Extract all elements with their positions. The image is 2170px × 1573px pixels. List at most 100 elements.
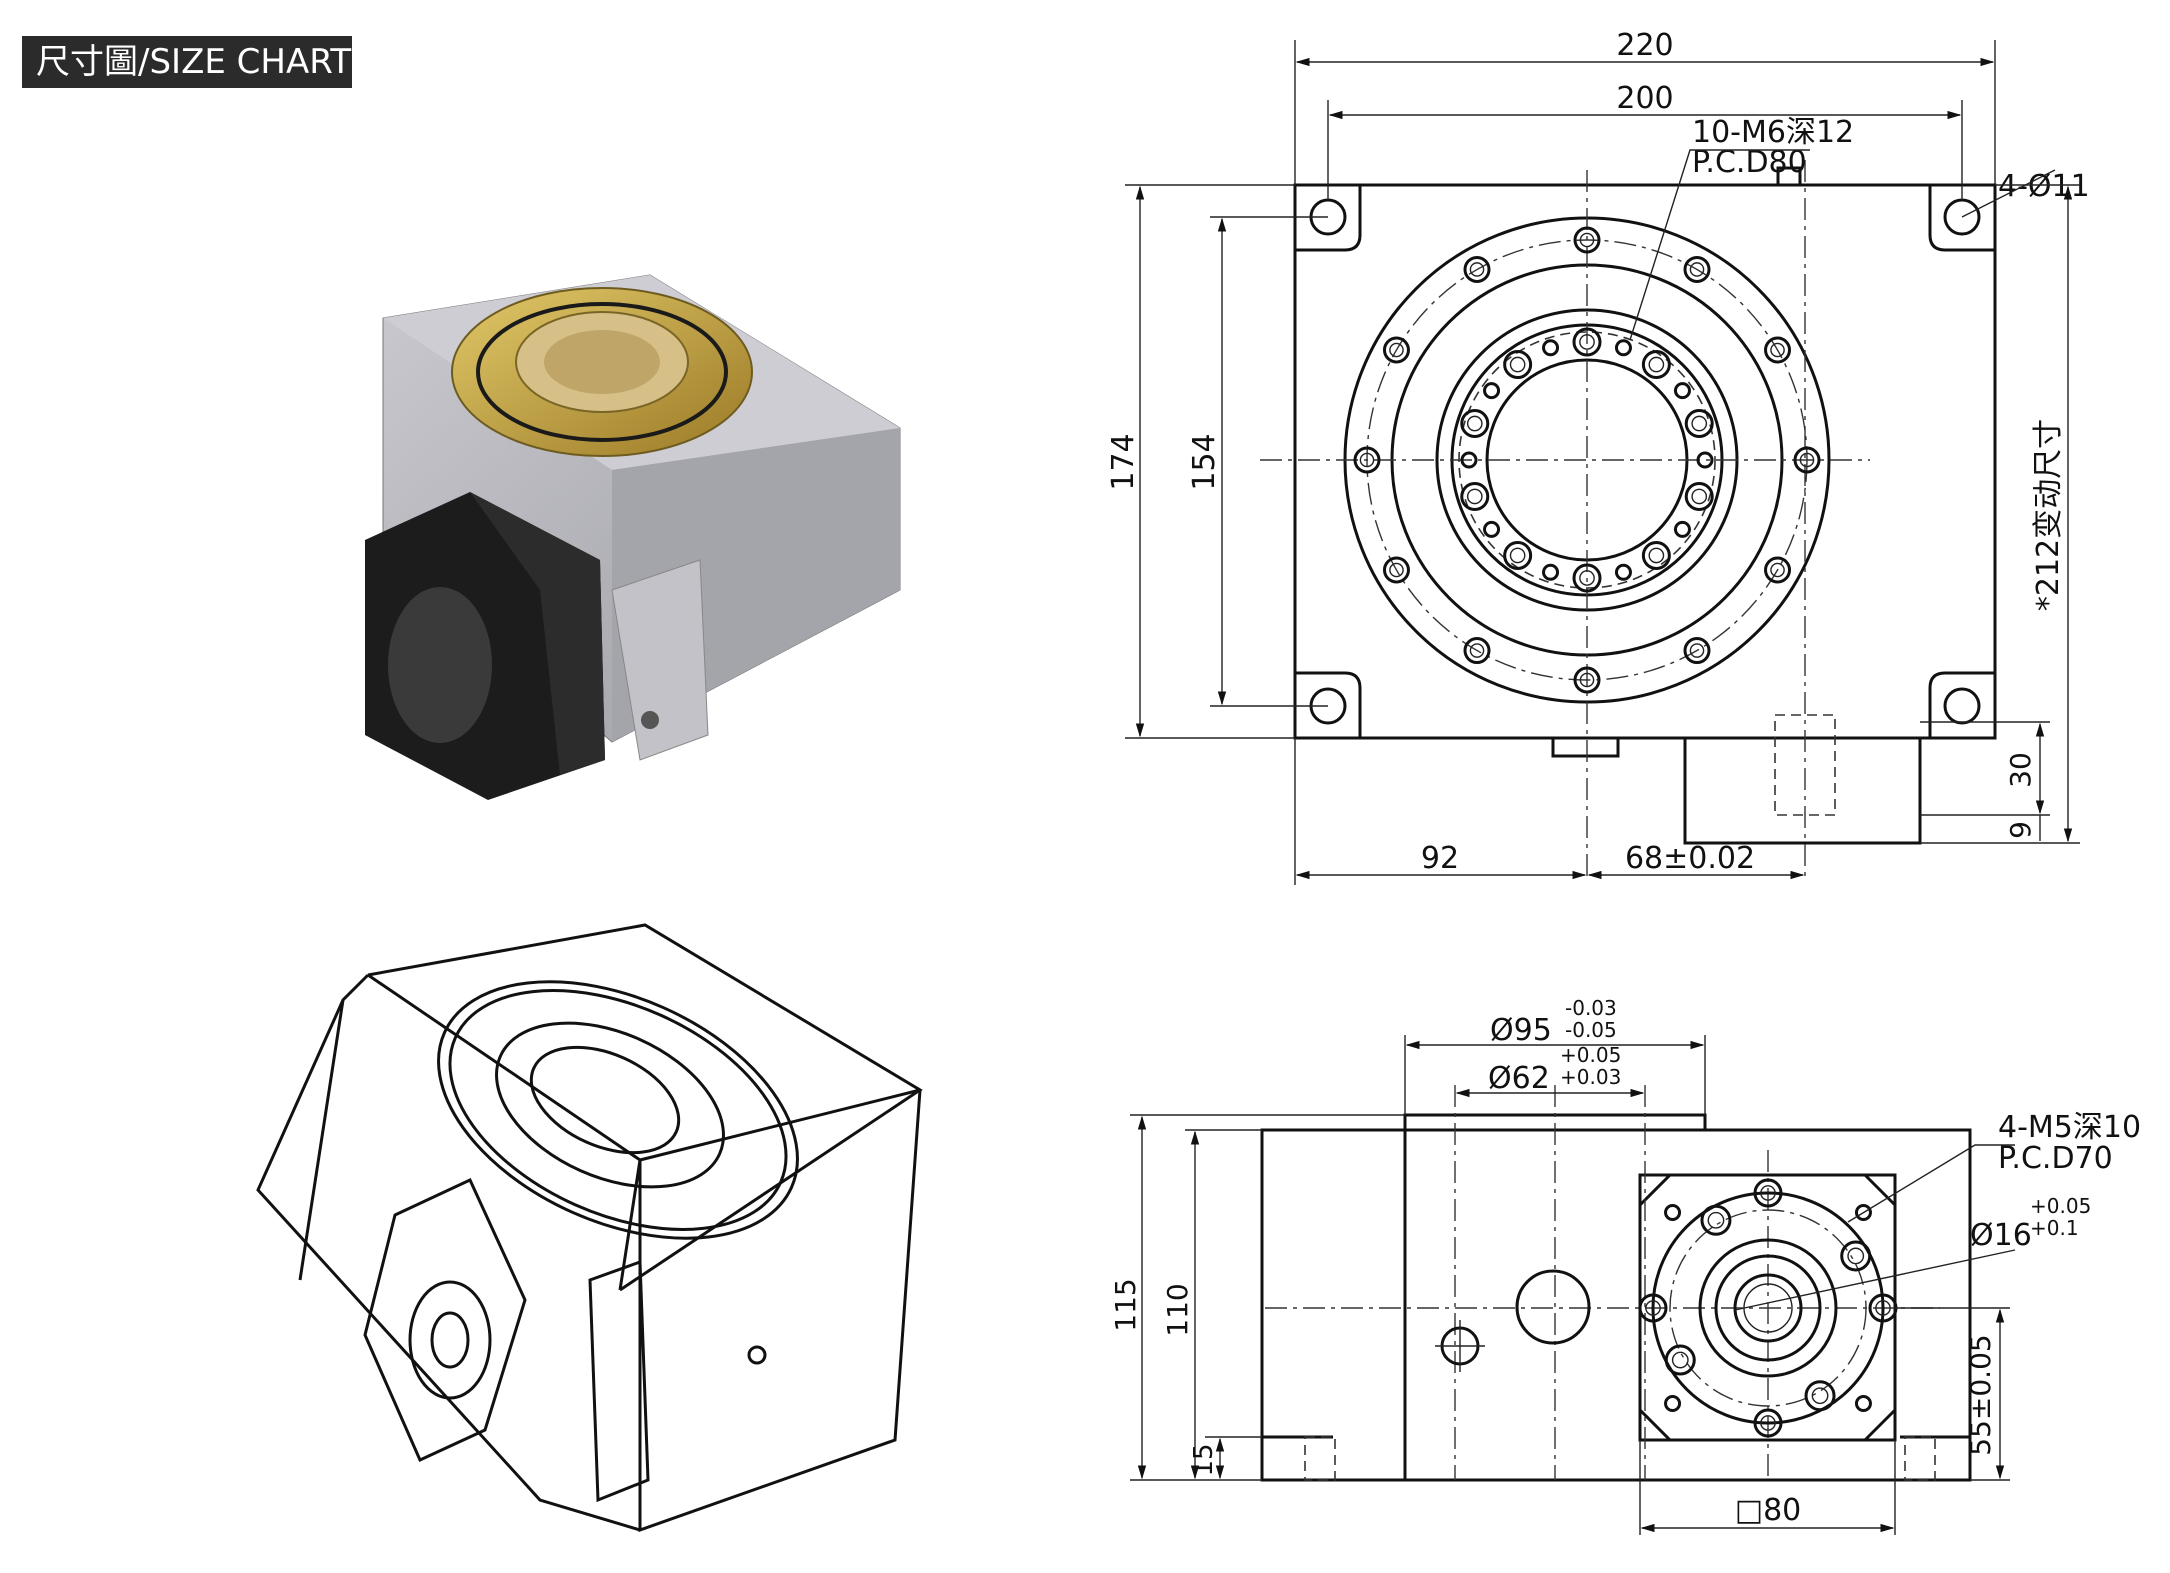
bolt-hole-icon bbox=[1854, 1394, 1872, 1412]
dim-9-label: 9 bbox=[2004, 821, 2037, 839]
inner-bolt-circle bbox=[1460, 327, 1714, 593]
bolt-hole-inner bbox=[1359, 452, 1375, 468]
bolt-hole-icon bbox=[1753, 1178, 1783, 1208]
bolt-hole-icon bbox=[1854, 1204, 1872, 1222]
bolt-hole-icon bbox=[1614, 339, 1632, 357]
bolt-hole-icon bbox=[1764, 556, 1792, 584]
bolt-hole-icon bbox=[1804, 1380, 1836, 1412]
bolt-hole-icon bbox=[1673, 520, 1691, 538]
bolt-hole-inner bbox=[1645, 1300, 1661, 1316]
bolt-hole-inner bbox=[1760, 1415, 1776, 1431]
holes-note-line1: 10-M6深12 bbox=[1692, 115, 1854, 150]
bolt-hole-inner bbox=[1770, 342, 1785, 358]
bolt-hole-inner bbox=[1691, 415, 1708, 432]
bolt-hole-inner bbox=[1579, 570, 1595, 586]
dim-212-label: *212变动尺寸 bbox=[2031, 419, 2066, 611]
pcd-holes bbox=[1460, 339, 1714, 581]
bolt-hole-icon bbox=[1542, 563, 1560, 581]
bolt-hole-icon bbox=[1673, 382, 1691, 400]
bolt-hole-icon bbox=[1572, 327, 1602, 357]
bolt-hole-inner bbox=[1509, 547, 1526, 564]
bolt-hole-icon bbox=[1664, 1344, 1696, 1376]
dim-174-label: 174 bbox=[1106, 433, 1141, 490]
bolt-hole-icon bbox=[1840, 1240, 1872, 1272]
bolt-hole-icon bbox=[1664, 1394, 1682, 1412]
dim-30-label: 30 bbox=[2004, 752, 2037, 788]
bolt-hole-icon bbox=[1483, 382, 1501, 400]
bolt-hole-icon bbox=[1664, 1204, 1682, 1222]
bolt-hole-icon bbox=[1684, 481, 1714, 511]
flange-bolts bbox=[1638, 1178, 1898, 1438]
bolt-hole-inner bbox=[1579, 672, 1595, 688]
bolt-hole-inner bbox=[1847, 1247, 1865, 1265]
bolt-hole-inner bbox=[1648, 547, 1665, 564]
dim-68-label: 68±0.02 bbox=[1625, 841, 1755, 876]
dia16-label: Ø16 bbox=[1970, 1218, 2032, 1253]
m5-note-line1: 4-M5深10 bbox=[1998, 1110, 2141, 1145]
bolt-hole-inner bbox=[1811, 1387, 1829, 1405]
bolt-hole-inner bbox=[1689, 262, 1705, 277]
bolt-hole-inner bbox=[1389, 562, 1404, 578]
bolt-hole-icon bbox=[1460, 481, 1490, 511]
bolt-hole-inner bbox=[1389, 342, 1404, 358]
bolt-hole-icon bbox=[1573, 666, 1601, 694]
bolt-hole-inner bbox=[1707, 1211, 1725, 1229]
bolt-hole-inner bbox=[1509, 356, 1526, 373]
bolt-hole-icon bbox=[1764, 336, 1792, 364]
bolt-hole-inner bbox=[1579, 334, 1595, 350]
bolt-hole-icon bbox=[1793, 446, 1821, 474]
dia95-label: Ø95 bbox=[1490, 1013, 1552, 1048]
corner-holes-note: 4-Ø11 bbox=[1998, 169, 2090, 204]
bolt-hole-inner bbox=[1466, 488, 1483, 505]
bolt-hole-icon bbox=[1483, 520, 1501, 538]
dim-115-label: 115 bbox=[1109, 1278, 1142, 1331]
bolt-hole-inner bbox=[1689, 643, 1705, 658]
dim-220-label: 220 bbox=[1616, 28, 1673, 63]
bolt-hole-icon bbox=[1696, 451, 1714, 469]
bolt-hole-icon bbox=[1353, 446, 1381, 474]
bolt-hole-icon bbox=[1753, 1408, 1783, 1438]
bolt-hole-icon bbox=[1572, 563, 1602, 593]
dia16-lower-tol: +0.1 bbox=[2030, 1216, 2079, 1240]
dia95-lower-tol: -0.05 bbox=[1565, 1018, 1617, 1042]
size-chart-tag: 尺寸圖/SIZE CHART bbox=[22, 36, 352, 88]
bolt-hole-icon bbox=[1638, 1293, 1668, 1323]
dia62-lower-tol: +0.03 bbox=[1560, 1065, 1621, 1089]
bolt-hole-inner bbox=[1579, 232, 1595, 248]
dia95-upper-tol: -0.03 bbox=[1565, 996, 1617, 1020]
bolt-hole-inner bbox=[1691, 488, 1708, 505]
bolt-hole-inner bbox=[1466, 415, 1483, 432]
bolt-hole-inner bbox=[1760, 1185, 1776, 1201]
bolt-hole-inner bbox=[1671, 1351, 1689, 1369]
dim-154-label: 154 bbox=[1187, 433, 1222, 490]
dim-55-label: 55±0.05 bbox=[1964, 1334, 1997, 1455]
bolt-hole-icon bbox=[1460, 451, 1478, 469]
bolt-hole-inner bbox=[1770, 562, 1785, 578]
bolt-hole-icon bbox=[1614, 563, 1632, 581]
top-view: 220 200 10-M6深12 P.C.D80 4-Ø11 174 154 *… bbox=[1106, 28, 2090, 885]
bolt-hole-icon bbox=[1463, 255, 1491, 283]
bolt-hole-icon bbox=[1573, 226, 1601, 254]
top-housing-outline bbox=[1293, 183, 1997, 740]
bolt-hole-icon bbox=[1503, 540, 1533, 570]
bolt-hole-inner bbox=[1875, 1300, 1891, 1316]
bolt-hole-icon bbox=[1700, 1204, 1732, 1236]
bolt-hole-icon bbox=[1683, 637, 1711, 665]
dim-200-label: 200 bbox=[1616, 81, 1673, 116]
bolt-hole-inner bbox=[1648, 356, 1665, 373]
isometric-line-drawing bbox=[256, 923, 923, 1533]
bolt-hole-icon bbox=[1382, 556, 1410, 584]
m5-note-line2: P.C.D70 bbox=[1998, 1141, 2113, 1176]
motor-flange-outline bbox=[1683, 736, 1922, 845]
bolt-hole-icon bbox=[1684, 409, 1714, 439]
dia62-upper-tol: +0.05 bbox=[1560, 1043, 1621, 1067]
dia16-upper-tol: +0.05 bbox=[2030, 1194, 2091, 1218]
bolt-hole-inner bbox=[1799, 452, 1815, 468]
outer-bolt-circle bbox=[1353, 226, 1821, 694]
side-view: Ø95 -0.03 -0.05 Ø62 +0.05 +0.03 4-M5深10 … bbox=[1109, 996, 2141, 1535]
corner-hole-icon bbox=[1943, 687, 1981, 725]
bolt-hole-icon bbox=[1460, 409, 1490, 439]
dia62-label: Ø62 bbox=[1488, 1061, 1550, 1096]
bolt-hole-icon bbox=[1503, 350, 1533, 380]
